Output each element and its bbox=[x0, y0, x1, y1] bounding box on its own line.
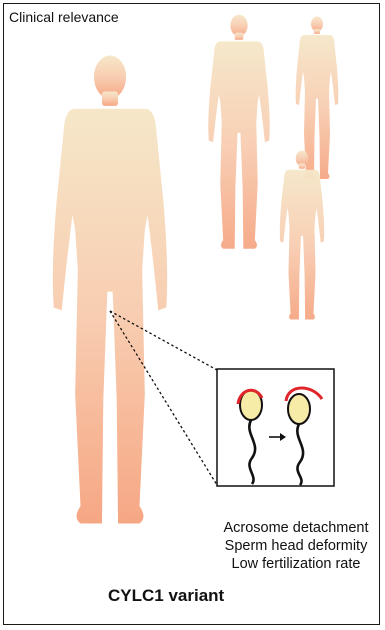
finding-low-fertilization-rate: Low fertilization rate bbox=[208, 555, 384, 573]
sperm-inset-box bbox=[217, 369, 334, 486]
findings-list: Acrosome detachment Sperm head deformity… bbox=[208, 519, 384, 573]
finding-acrosome-detachment: Acrosome detachment bbox=[208, 519, 384, 537]
variant-label: CYLC1 variant bbox=[108, 586, 224, 606]
person-figure-main bbox=[53, 55, 167, 523]
person-figure-small-3 bbox=[280, 151, 324, 320]
finding-sperm-head-deformity: Sperm head deformity bbox=[208, 537, 384, 555]
person-figure-small-1 bbox=[208, 15, 269, 249]
panel-title: Clinical relevance bbox=[9, 9, 119, 25]
